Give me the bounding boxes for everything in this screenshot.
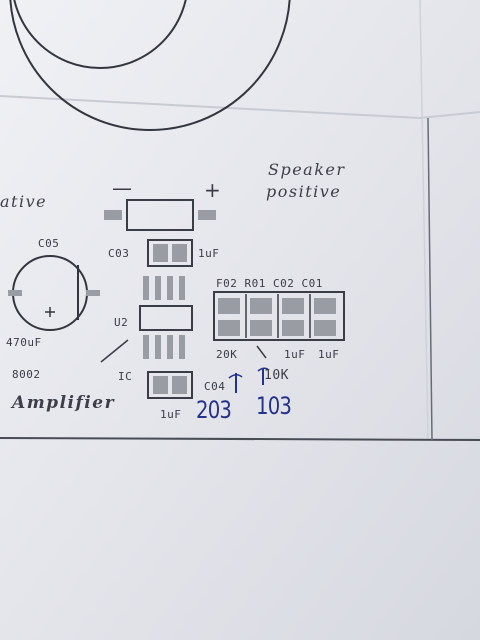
board-bottom-edge: [0, 437, 480, 441]
pad-row-header: F02 R01 C02 C01: [216, 277, 323, 290]
c05-capacitor: [8, 255, 100, 331]
c03-label: C03: [108, 247, 130, 260]
ic-part-number: 8002: [12, 368, 41, 381]
handwritten-code-103: 103: [256, 392, 292, 420]
u2-ic-footprint: [100, 276, 193, 363]
c05-value: 470uF: [6, 336, 42, 349]
c04-pad: [147, 371, 193, 399]
plus-sign: +: [204, 178, 222, 202]
speaker-outline: [9, 0, 291, 131]
speaker-positive-label-line2: positive: [266, 182, 342, 201]
handwritten-code-203: 203: [196, 396, 232, 424]
c03-pad: [147, 239, 193, 267]
c05-label: C05: [38, 237, 60, 250]
ic-label: IC: [118, 370, 133, 383]
handwritten-marks: [228, 367, 270, 393]
c03-value: 1uF: [198, 247, 220, 260]
c02-value: 1uF: [284, 348, 306, 361]
speaker-positive-label-line1: Speaker: [268, 160, 346, 179]
negative-label: ative: [0, 192, 48, 211]
r10k-value: 10K: [264, 368, 289, 383]
resistor-capacitor-pad-row: [213, 291, 345, 359]
c01-value: 1uF: [318, 348, 340, 361]
minus-sign: —: [112, 176, 133, 200]
u2-label: U2: [114, 316, 129, 329]
c04-value: 1uF: [160, 408, 182, 421]
board-right-edge: [427, 117, 433, 441]
speaker-connector-pad: [104, 199, 216, 231]
amplifier-label: Amplifier: [12, 393, 116, 413]
r20k-value: 20K: [216, 348, 238, 361]
c04-label: C04: [204, 380, 226, 393]
